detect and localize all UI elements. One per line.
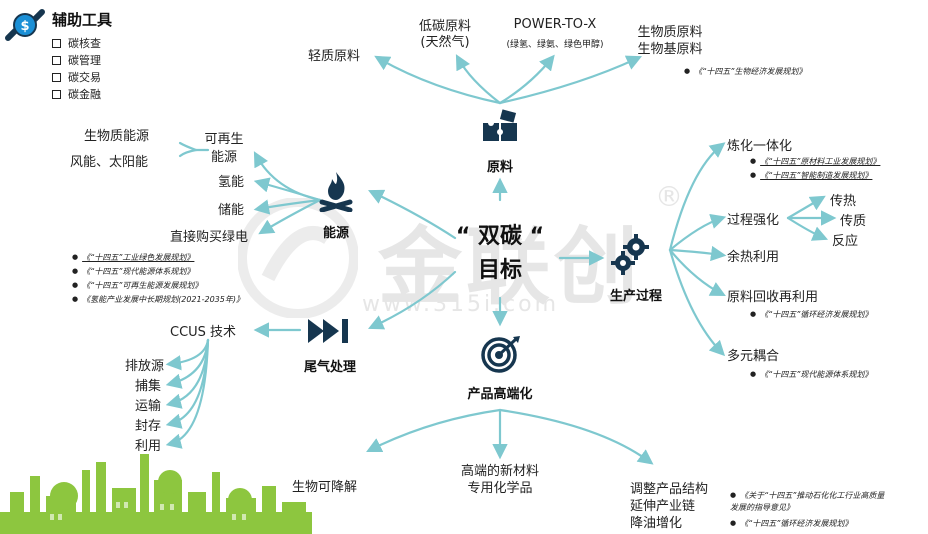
watermark-reg: ® xyxy=(655,180,683,213)
product-doc: 《关于“十四五”推动石化化工行业高质量发展的指导意见》 xyxy=(730,490,890,514)
process-intens-item: 传热 xyxy=(830,194,857,209)
checkbox-icon xyxy=(52,55,61,65)
product-adjust-line1: 调整产品结构 xyxy=(630,482,709,497)
product-title: 产品高端化 xyxy=(467,387,533,402)
process-recycle: 原料回收再利用 xyxy=(727,290,819,305)
fire-icon xyxy=(319,172,353,212)
gears-icon xyxy=(611,234,649,275)
product-doc: 《“十四五”循环经济发展规划》 xyxy=(730,518,852,529)
raw-ptx-sub: (绿氢、绿氨、绿色甲醇) xyxy=(506,40,604,50)
energy-windsolar: 风能、太阳能 xyxy=(70,155,149,170)
tools-item: 碳管理 xyxy=(52,52,101,69)
process-doc: 《“十四五”原材料工业发展规划》 xyxy=(750,156,880,167)
process-doc: 《“十四五”现代能源体系规划》 xyxy=(750,369,872,380)
tools-item: 碳核查 xyxy=(52,35,101,52)
target-icon xyxy=(481,336,520,373)
tail-title: 尾气处理 xyxy=(303,360,356,375)
product-newmat-line1: 高端的新材料 xyxy=(460,464,539,479)
center-title-line2: 目标 xyxy=(477,258,522,283)
energy-biomass: 生物质能源 xyxy=(84,129,150,144)
energy-doc: 《“十四五”可再生能源发展规划》 xyxy=(72,280,202,291)
checkbox-icon xyxy=(52,89,61,99)
raw-lowcarbon-line1: 低碳原料 xyxy=(418,19,471,34)
center-title-line1: “ 双碳 “ xyxy=(455,224,545,249)
puzzle-icon xyxy=(483,109,517,141)
tools-item: 碳交易 xyxy=(52,69,101,86)
process-doc: 《“十四五”智能制造发展规划》 xyxy=(750,170,872,181)
energy-renew-line2: 能源 xyxy=(210,150,237,165)
checkbox-icon xyxy=(52,38,61,48)
tail-item: 捕集 xyxy=(135,379,162,394)
energy-title: 能源 xyxy=(322,226,349,241)
fast-forward-icon xyxy=(308,319,348,343)
raw-bio-line1: 生物质原料 xyxy=(637,25,703,40)
energy-renew-line1: 可再生 xyxy=(204,132,244,147)
tail-item: 封存 xyxy=(135,419,162,434)
raw-bio-line2: 生物基原料 xyxy=(637,42,703,57)
raw-ptx: POWER-TO-X xyxy=(513,17,597,32)
tail-item: 排放源 xyxy=(125,359,165,374)
svg-text:$: $ xyxy=(20,19,29,34)
tail-item: 利用 xyxy=(135,439,162,454)
tools-list: 碳核查 碳管理 碳交易 碳金融 xyxy=(52,35,101,103)
process-waste-heat: 余热利用 xyxy=(727,250,780,265)
process-coupling: 多元耦合 xyxy=(727,349,780,364)
factory-silhouette-icon xyxy=(0,454,312,534)
raw-doc: 《“十四五”生物经济发展规划》 xyxy=(684,66,806,77)
process-title: 生产过程 xyxy=(609,289,662,304)
raw-light: 轻质原料 xyxy=(308,49,361,64)
checkbox-icon xyxy=(52,72,61,82)
raw-lowcarbon-line2: (天然气) xyxy=(420,35,470,50)
energy-green: 直接购买绿电 xyxy=(170,230,249,245)
tail-ccus: CCUS 技术 xyxy=(170,325,237,340)
process-intens: 过程强化 xyxy=(727,213,780,228)
process-doc: 《“十四五”循环经济发展规划》 xyxy=(750,309,872,320)
product-adjust-line3: 降油增化 xyxy=(630,516,683,531)
process-refine: 炼化一体化 xyxy=(727,139,793,154)
process-intens-item: 反应 xyxy=(832,234,859,249)
energy-storage: 储能 xyxy=(218,203,245,218)
energy-hydrogen: 氢能 xyxy=(218,175,245,190)
raw-title: 原料 xyxy=(486,160,513,175)
product-adjust-line2: 延伸产业链 xyxy=(630,499,696,514)
product-bio: 生物可降解 xyxy=(292,480,358,495)
watermark-url: www.315i.com xyxy=(362,292,560,317)
product-newmat-line2: 专用化学品 xyxy=(467,481,533,496)
energy-doc: 《氢能产业发展中长期规划(2021-2035年)》 xyxy=(72,294,244,305)
tail-item: 运输 xyxy=(135,399,162,414)
energy-doc: 《“十四五”现代能源体系规划》 xyxy=(72,266,194,277)
tools-title: 辅助工具 xyxy=(52,11,113,29)
wrench-dollar-icon: $ xyxy=(5,9,45,41)
process-intens-item: 传质 xyxy=(840,214,867,229)
tools-item: 碳金融 xyxy=(52,86,101,103)
energy-doc: 《“十四五”工业绿色发展规划》 xyxy=(72,252,194,263)
